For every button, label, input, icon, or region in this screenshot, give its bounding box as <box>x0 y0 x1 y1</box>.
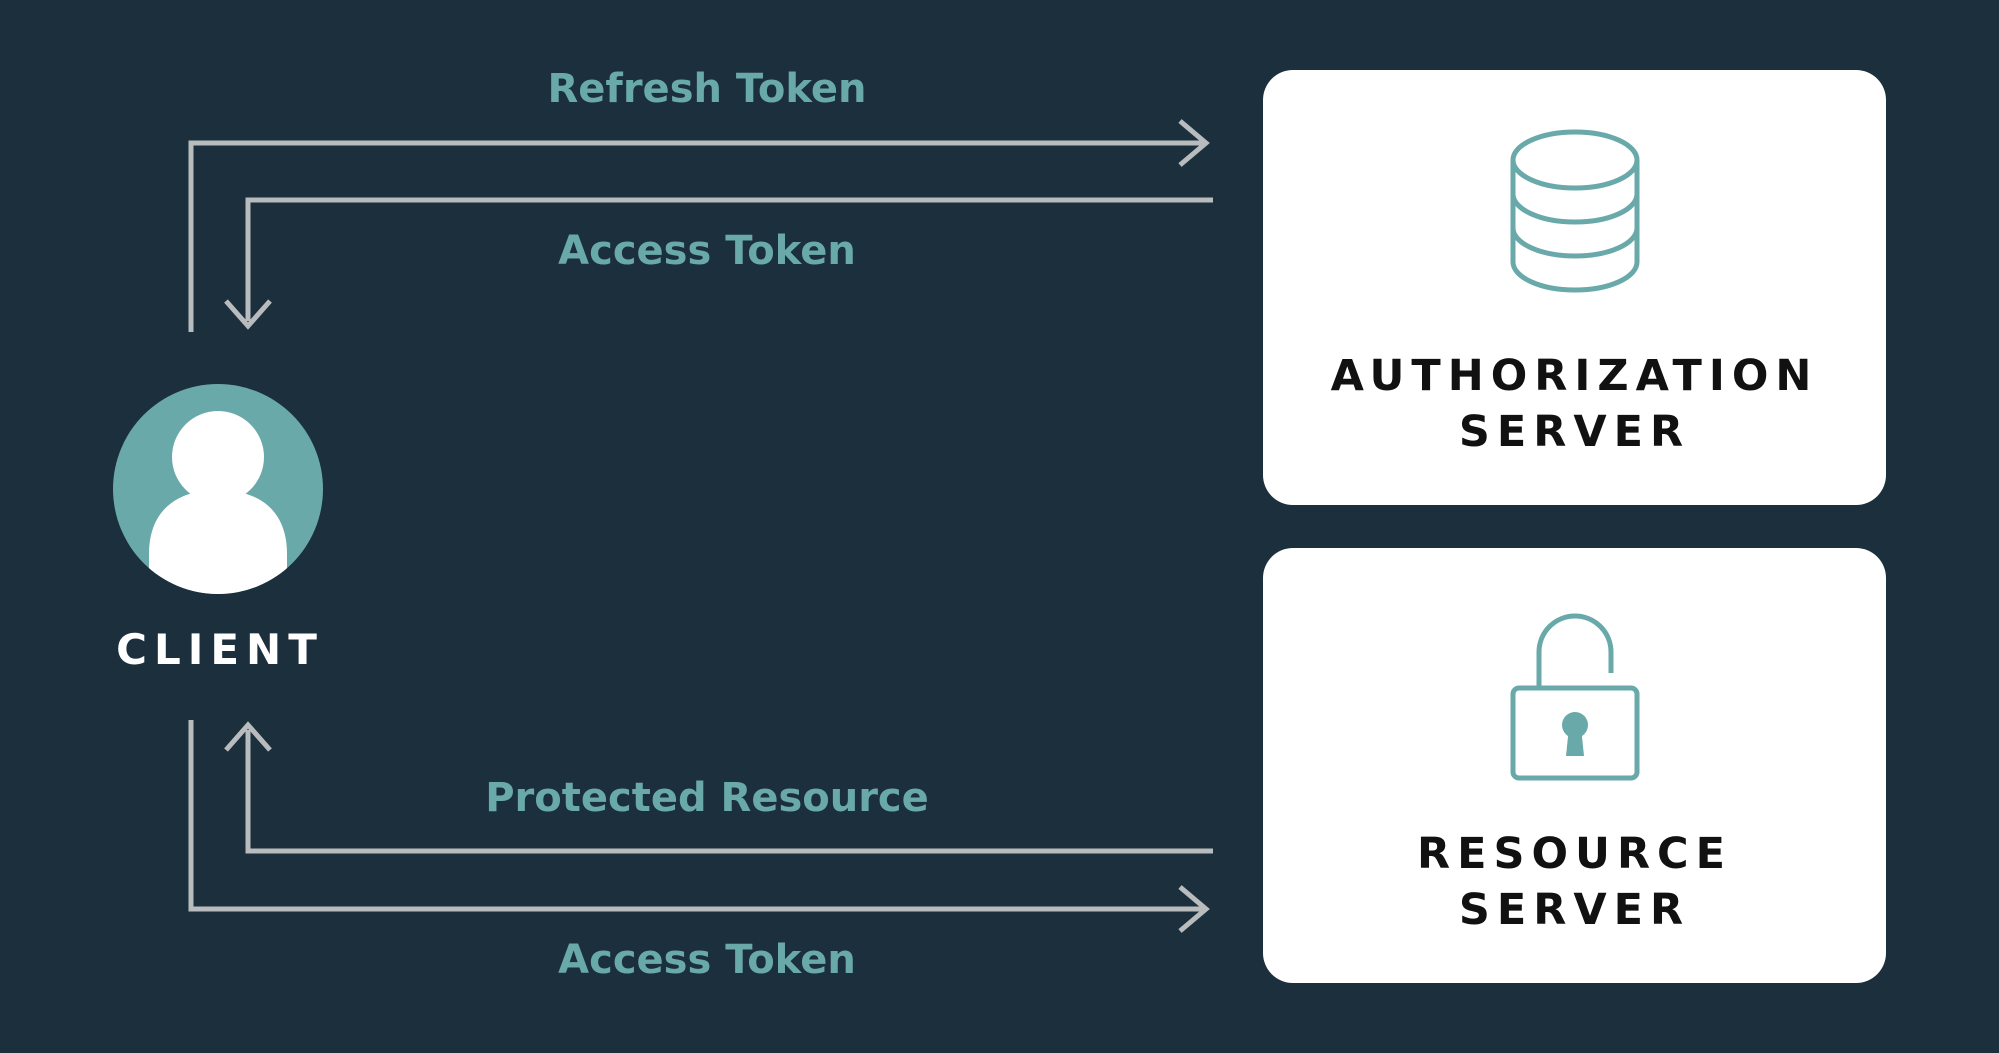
unlocked-padlock-icon <box>1510 613 1639 781</box>
authorization-server-card: AUTHORIZATION SERVER <box>1263 70 1886 505</box>
access-token-return-label: Access Token <box>558 228 856 274</box>
resource-server-card: RESOURCE SERVER <box>1263 548 1886 983</box>
access-token-send-label: Access Token <box>558 937 856 983</box>
database-icon <box>1510 129 1639 293</box>
client-label: CLIENT <box>116 625 324 674</box>
authorization-server-title: AUTHORIZATION SERVER <box>1263 348 1886 460</box>
protected-resource-arrowhead <box>224 721 272 752</box>
protected-resource-arrow <box>245 730 1213 854</box>
refresh-token-arrowhead <box>1178 119 1210 167</box>
refresh-token-label: Refresh Token <box>547 66 867 112</box>
access-token-return-arrowhead <box>224 299 272 330</box>
access-token-send-arrowhead <box>1178 885 1210 933</box>
refresh-token-arrow <box>188 140 1202 332</box>
authorization-server-title-line2: SERVER <box>1458 407 1691 457</box>
protected-resource-label: Protected Resource <box>485 775 929 821</box>
resource-server-title: RESOURCE SERVER <box>1263 826 1886 938</box>
user-icon <box>149 411 287 594</box>
resource-server-title-line1: RESOURCE <box>1417 829 1732 879</box>
client-avatar <box>113 384 323 594</box>
access-token-return-arrow <box>245 197 1213 321</box>
authorization-server-title-line1: AUTHORIZATION <box>1330 351 1819 401</box>
access-token-send-arrow <box>188 720 1202 912</box>
resource-server-title-line2: SERVER <box>1458 885 1691 935</box>
